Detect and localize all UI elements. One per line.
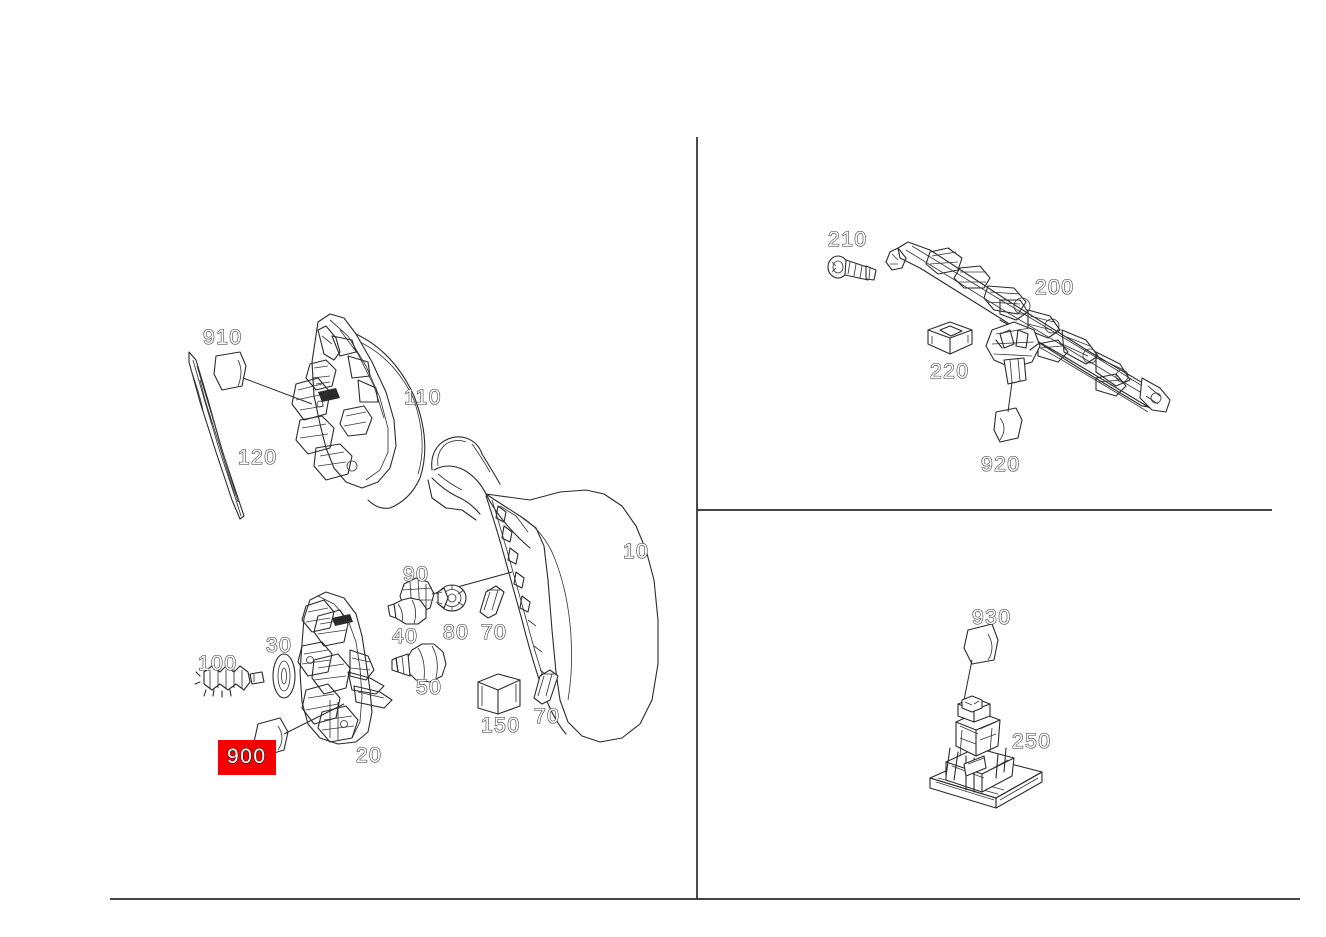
callout-label-110: 110 — [403, 385, 442, 409]
part-30-gasket-ring — [272, 653, 296, 699]
callout-label-920: 920 — [980, 452, 1021, 476]
callout-label-150: 150 — [480, 713, 521, 737]
part-220-grommet — [927, 321, 973, 355]
part-50-bulb-large — [391, 643, 447, 683]
callout-label-90: 90 — [402, 562, 430, 586]
callout-label-20: 20 — [355, 743, 383, 767]
callout-label-250: 250 — [1011, 729, 1052, 753]
callout-label-10: 10 — [622, 539, 650, 563]
part-70-bulb-tube-upper — [479, 585, 505, 619]
part-120-wiper-blade — [188, 351, 245, 520]
part-20-headlamp-body — [297, 591, 393, 745]
callout-label-80: 80 — [442, 620, 470, 644]
callout-label-200: 200 — [1034, 275, 1075, 299]
part-250-mounting-base — [929, 695, 1043, 809]
callout-flag-920 — [993, 381, 1023, 443]
mounting-base-assembly-art — [929, 623, 1043, 809]
part-110-wiper-motor-cover — [291, 313, 426, 509]
callout-label-50: 50 — [415, 675, 443, 699]
part-200-wiper-linkage — [885, 241, 1171, 413]
callout-label-30: 30 — [265, 633, 293, 657]
callout-flag-910 — [213, 351, 313, 405]
callout-label-70-upper: 70 — [480, 620, 508, 644]
callout-flag-930 — [961, 623, 999, 711]
part-80-bulb-socket — [435, 584, 467, 612]
wiper-linkage-assembly-art — [827, 241, 1171, 443]
callout-label-100: 100 — [197, 651, 238, 675]
part-40-bulb-small — [387, 585, 427, 625]
callout-label-220: 220 — [929, 359, 970, 383]
part-150-relay-block — [477, 673, 521, 715]
callout-label-210: 210 — [827, 227, 868, 251]
callout-label-910: 910 — [202, 325, 243, 349]
callout-label-930: 930 — [971, 605, 1012, 629]
part-210-screw — [827, 255, 877, 281]
part-100-wiring-connector — [194, 665, 265, 698]
callout-label-120: 120 — [237, 445, 278, 469]
headlamp-wiper-assembly-art — [188, 313, 659, 757]
part-10-headlamp-housing — [427, 436, 659, 743]
callout-label-900-highlighted: 900 — [218, 740, 276, 775]
callout-label-40: 40 — [391, 624, 419, 648]
callout-label-70-lower: 70 — [533, 704, 561, 728]
part-70-bulb-tube-lower — [533, 669, 559, 705]
frame-lines — [110, 137, 1300, 900]
